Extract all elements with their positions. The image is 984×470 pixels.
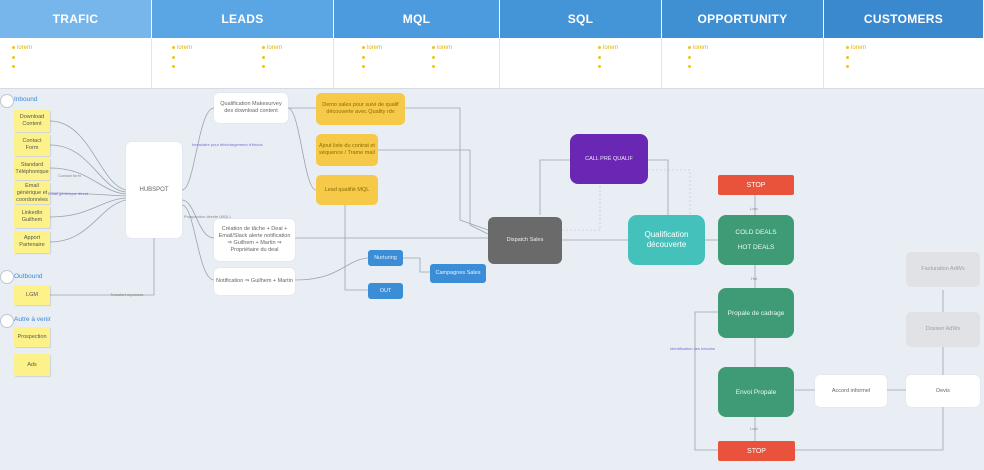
opportunity-accord-node[interactable]: Accord informel (815, 375, 887, 407)
outbound-icon (0, 270, 14, 284)
legend-dot-icon (262, 63, 267, 71)
source-linkedin[interactable]: LinkedIn Guilhem (14, 206, 50, 228)
stage-header: TRAFIC LEADS MQL SQL OPPORTUNITY CUSTOME… (0, 0, 984, 38)
customers-devis-node[interactable]: Devis (906, 375, 980, 407)
legend-dot-icon (362, 63, 367, 71)
mql-campagnes-node[interactable]: Campagnes Sales (430, 264, 486, 283)
other-icon (0, 314, 14, 328)
legend-dot-icon (12, 54, 17, 62)
legend-dot-icon (688, 54, 693, 62)
column-header-sql: SQL (500, 0, 662, 38)
legend-dot-icon (598, 63, 603, 71)
legend-item: lorem (846, 44, 866, 52)
source-lgm[interactable]: LGM (14, 285, 50, 305)
source-standard-telephonique[interactable]: Standard Téléphonique (14, 158, 50, 180)
column-header-trafic: TRAFIC (0, 0, 152, 38)
legend-cell-trafic: lorem (0, 38, 152, 88)
column-header-opportunity: OPPORTUNITY (662, 0, 824, 38)
legend-item: lorem (362, 44, 382, 52)
legend-dot-icon (12, 45, 15, 49)
section-outbound: Outbound (14, 273, 43, 280)
opportunity-deals-node[interactable]: COLD DEALS HOT DEALS (718, 215, 794, 265)
edge-label-email: Email générique direct (48, 191, 88, 196)
opportunity-stop-top[interactable]: STOP (718, 175, 794, 195)
source-contact-form[interactable]: Contact Form (14, 134, 50, 156)
hubspot-node[interactable]: HUBSPOT (126, 142, 182, 238)
column-header-leads: LEADS (152, 0, 334, 38)
legend-dot-icon (688, 63, 693, 71)
source-download-content[interactable]: Download Content (14, 110, 50, 132)
legend-dot-icon (172, 54, 177, 62)
edge-label-lost-top: Lost (750, 206, 758, 211)
leads-qualification-node[interactable]: Qualification Makesurvey des download co… (214, 93, 288, 123)
sql-dispatch-node[interactable]: Dispatch Sales (488, 217, 562, 264)
cold-deals-label: COLD DEALS (735, 229, 777, 236)
section-inbound: Inbound (14, 96, 38, 103)
edge-label-ebook: formulaire pour téléchargement d'ébook (192, 142, 263, 147)
legend-item: lorem (172, 44, 192, 52)
source-email-generique[interactable]: Email générique et coordonnées (14, 182, 50, 204)
legend-item: lorem (432, 44, 452, 52)
edge-label-lost-bottom: Lost (750, 426, 758, 431)
mql-ajout-node[interactable]: Ajout liste du contrat et séquence / Tra… (316, 134, 378, 166)
opportunity-qualification-node[interactable]: Qualification découverte (628, 215, 705, 265)
legend-cell-mql: lorem lorem (334, 38, 500, 88)
leads-notification-node[interactable]: Notification ⇒ Guilhem + Martin (214, 268, 295, 295)
opportunity-stop-bottom[interactable]: STOP (718, 441, 795, 461)
legend-cell-leads: lorem lorem (152, 38, 334, 88)
edge-label-hot: Hot (751, 276, 758, 281)
leads-task-creation-node[interactable]: Création de tâche + Deal + Email/Slack a… (214, 219, 295, 261)
legend-dot-icon (12, 63, 17, 71)
legend-dot-icon (432, 63, 437, 71)
legend-dot-icon (362, 54, 367, 62)
column-header-customers: CUSTOMERS (824, 0, 984, 38)
edge-label-lgm: Transfert réponses (110, 292, 144, 297)
legend-cell-opportunity: lorem (662, 38, 824, 88)
edge-label-tasks: Prospection directe (MQL) (184, 214, 231, 219)
legend-item: lorem (598, 44, 618, 52)
mql-scoring-node[interactable]: Lead qualifié MQL (316, 175, 378, 205)
legend-cell-customers: lorem (824, 38, 984, 88)
legend-dot-icon (846, 54, 851, 62)
legend-dot-icon (262, 54, 267, 62)
edge-label-besoins: Identification des besoins (670, 346, 715, 351)
legend-dot-icon (172, 63, 177, 71)
legend-row: lorem lorem lorem lorem lorem lorem lore… (0, 38, 984, 89)
hot-deals-label: HOT DEALS (737, 244, 775, 251)
opportunity-cadrage-node[interactable]: Propale de cadrage (718, 288, 794, 338)
mql-nurturing-node[interactable]: Nurturing (368, 250, 403, 266)
legend-item: lorem (12, 44, 32, 52)
legend-dot-icon (598, 54, 603, 62)
source-apport-partenaire[interactable]: Apport Partenaire (14, 231, 50, 253)
legend-dot-icon (846, 63, 851, 71)
sql-call-node[interactable]: CALL PRÉ QUALIF (570, 134, 648, 184)
column-header-mql: MQL (334, 0, 500, 38)
mql-out-node[interactable]: OUT (368, 283, 403, 299)
customers-dossier-node[interactable]: Dossier AdWs (906, 312, 980, 347)
opportunity-envoi-node[interactable]: Envoi Propale (718, 367, 794, 417)
legend-dot-icon (432, 54, 437, 62)
source-ads[interactable]: Ads (14, 354, 50, 376)
customers-facturation-node[interactable]: Facturation AdWs (906, 252, 980, 287)
source-prospection[interactable]: Prospection (14, 327, 50, 347)
legend-item: lorem (262, 44, 282, 52)
inbound-icon (0, 94, 14, 108)
legend-cell-sql: lorem (500, 38, 662, 88)
mql-demo-node[interactable]: Demo sales pour suivi de qualif découver… (316, 93, 405, 125)
edge-label-contact-form: Contact form (58, 173, 81, 178)
legend-item: lorem (688, 44, 708, 52)
section-other: Autre à venir (14, 316, 51, 323)
